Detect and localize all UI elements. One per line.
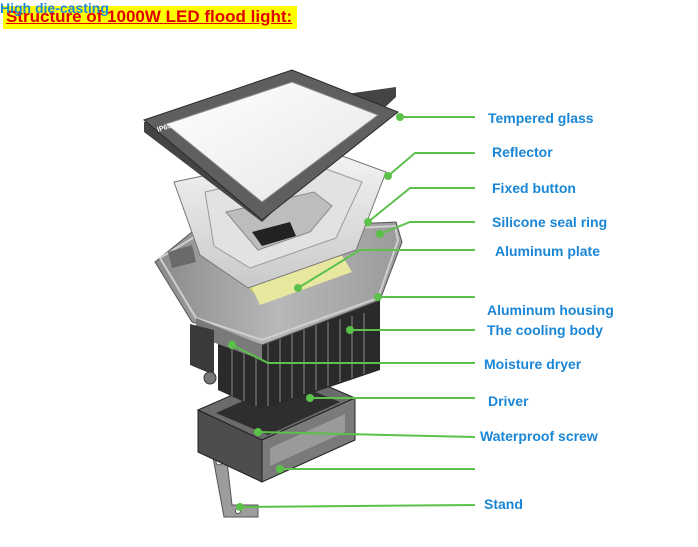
leader-dot-stand (236, 503, 244, 511)
leader-dot-moisture-dryer (228, 341, 236, 349)
callout-label-moisture-dryer: Moisture dryer (484, 356, 581, 372)
leader-dot-aluminum-plate (294, 284, 302, 292)
callout-label-silicone-seal-ring: Silicone seal ring (492, 214, 607, 230)
callout-label-aluminum-housing: Aluminum housing (487, 302, 614, 318)
leader-dot-waterproof-screw (254, 428, 262, 436)
leader-dot-tempered-glass (396, 113, 404, 121)
callout-label-tempered-glass: Tempered glass (488, 110, 594, 126)
leader-dot-the-cooling-body (346, 326, 354, 334)
callout-label-reflector: Reflector (492, 144, 553, 160)
callout-label-high-die-casting: High die-casting (0, 0, 109, 16)
leader-line-fixed-button (368, 188, 475, 222)
leader-line-stand (240, 505, 475, 507)
leader-dot-driver (306, 394, 314, 402)
leader-dot-reflector (384, 172, 392, 180)
callout-label-waterproof-screw: Waterproof screw (480, 428, 598, 444)
callout-label-aluminum-plate: Aluminum plate (495, 243, 600, 259)
leader-dot-silicone-seal-ring (376, 230, 384, 238)
callout-label-the-cooling-body: The cooling body (487, 322, 603, 338)
leader-dot-aluminum-housing (374, 293, 382, 301)
leader-dot-blank-11 (276, 465, 284, 473)
callout-label-driver: Driver (488, 393, 528, 409)
leader-dot-fixed-button (364, 218, 372, 226)
callout-label-fixed-button: Fixed button (492, 180, 576, 196)
leader-line-reflector (388, 153, 475, 176)
callout-label-stand: Stand (484, 496, 523, 512)
